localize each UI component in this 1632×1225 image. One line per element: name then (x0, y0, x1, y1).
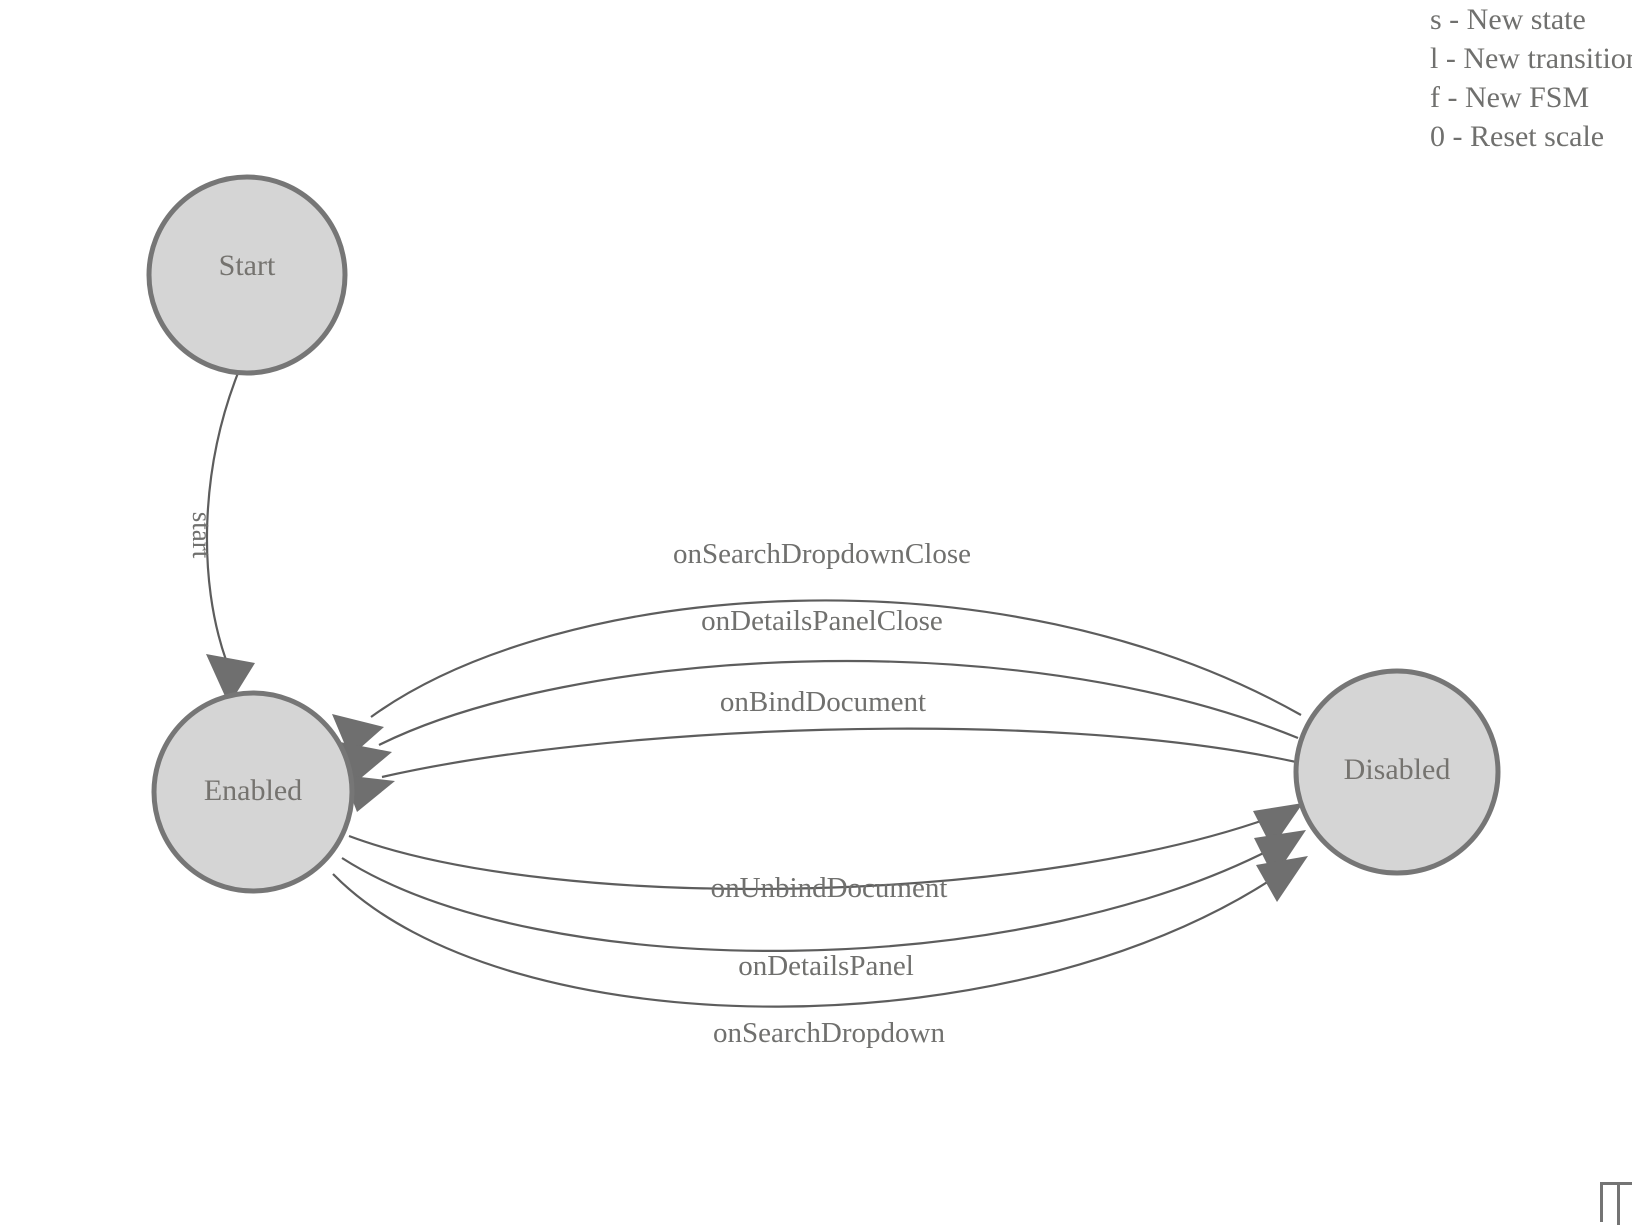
transition-label-on-search-dropdown: onSearchDropdown (713, 1017, 945, 1049)
legend-item-new-state: s - New state (1430, 3, 1586, 36)
transition-label-start: start (187, 512, 217, 559)
state-label-disabled: Disabled (1344, 753, 1451, 786)
edge-on-details-panel-close[interactable] (340, 659, 1299, 783)
edge-start[interactable] (205, 372, 255, 705)
transition-label-on-details-panel-close: onDetailsPanelClose (701, 605, 943, 637)
edge-on-search-dropdown-close[interactable] (332, 599, 1302, 757)
arrowhead-icon (1254, 830, 1306, 878)
state-circle[interactable] (1293, 668, 1501, 876)
state-node-disabled[interactable]: Disabled (1293, 668, 1501, 876)
state-label-enabled: Enabled (204, 774, 302, 807)
legend-item-new-transition: l - New transition (1430, 42, 1632, 75)
state-node-start[interactable]: Start (146, 174, 348, 376)
legend-item-new-fsm: f - New FSM (1430, 81, 1590, 114)
arrowhead-icon (340, 742, 392, 783)
arrowhead-icon (1256, 856, 1308, 902)
state-circle[interactable] (151, 690, 355, 894)
arrowhead-icon (1253, 803, 1303, 848)
transition-label-on-search-dropdown-close: onSearchDropdownClose (673, 538, 971, 570)
arrowhead-icon (206, 654, 255, 705)
arrowhead-icon (343, 775, 395, 812)
state-label-start: Start (219, 249, 276, 282)
state-node-enabled[interactable]: Enabled (151, 690, 355, 894)
transition-label-on-details-panel: onDetailsPanel (738, 950, 914, 982)
legend-item-reset-scale: 0 - Reset scale (1430, 120, 1605, 153)
state-circle[interactable] (146, 174, 348, 376)
transition-label-on-bind-document: onBindDocument (720, 686, 926, 718)
edge-on-unbind-document[interactable] (348, 803, 1303, 891)
arrowhead-icon (332, 714, 384, 757)
transition-label-on-unbind-document: onUnbindDocument (711, 872, 948, 904)
corner-panel-handle[interactable] (1600, 1182, 1632, 1225)
edge-on-details-panel[interactable] (341, 830, 1306, 952)
corner-panel-divider (1617, 1185, 1620, 1225)
shortcut-legend: s - New state l - New transition f - New… (1430, 0, 1632, 160)
edge-on-search-dropdown[interactable] (332, 856, 1308, 1008)
edge-on-bind-document[interactable] (343, 727, 1297, 812)
